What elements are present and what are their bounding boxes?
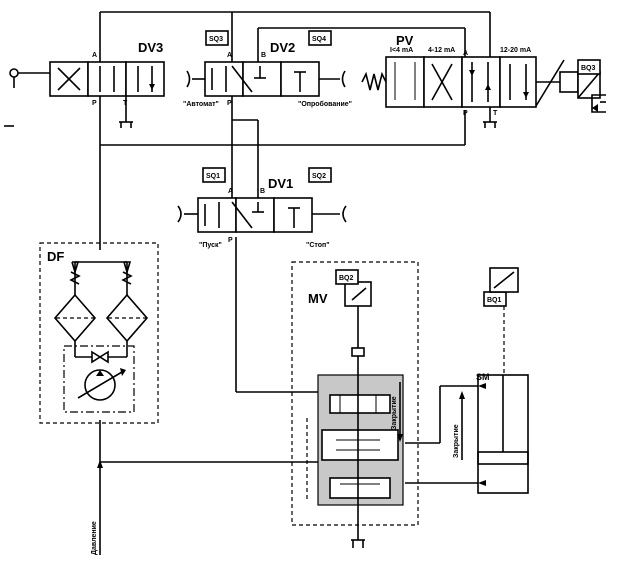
port-dv2-a: A: [227, 52, 232, 59]
port-dv3-a: A: [92, 52, 97, 59]
dv3-valve: [9, 61, 165, 128]
dv2-valve: [186, 30, 346, 97]
label-sq4: SQ4: [312, 36, 326, 43]
label-sq1: SQ1: [206, 173, 220, 180]
flow-close-mv: Закрытие: [391, 396, 398, 430]
mode-oprobovanie: "Опробование": [298, 100, 352, 108]
port-pv-t: T: [493, 110, 498, 117]
port-dv1-p: P: [228, 237, 233, 244]
signal-high: 12-20 mA: [500, 47, 531, 54]
port-dv3-t: T: [123, 100, 128, 107]
label-dv1: DV1: [268, 176, 293, 191]
pipelines: [99, 11, 491, 555]
mode-pusk: "Пуск": [199, 242, 222, 249]
labels: DV3 DV2 DV1 PV DF MV SM SQ3 SQ4 SQ1 SQ2 …: [47, 33, 596, 555]
signal-low: I<4 mA: [390, 47, 413, 54]
port-dv2-b: B: [261, 52, 266, 59]
port-dv1-b: B: [260, 188, 265, 195]
mv-block: [291, 261, 419, 548]
pv-valve: [361, 56, 606, 128]
mode-stop: "Стоп": [306, 242, 330, 249]
dv1-valve: [177, 167, 347, 233]
sm-cylinder: [459, 267, 529, 494]
port-pv-p: P: [463, 110, 468, 117]
label-sm: SM: [476, 372, 490, 382]
label-mv: MV: [308, 291, 328, 306]
label-dv3: DV3: [138, 40, 163, 55]
label-pv: PV: [396, 33, 414, 48]
port-dv3-p: P: [92, 100, 97, 107]
pressure-arrow-icon: [97, 460, 103, 468]
port-dv1-a: A: [228, 188, 233, 195]
flow-pressure: Давление: [91, 521, 98, 555]
label-dv2: DV2: [270, 40, 295, 55]
label-df: DF: [47, 249, 64, 264]
df-filter-block: [39, 242, 159, 424]
port-pv-a: A: [463, 50, 468, 57]
label-sq2: SQ2: [312, 173, 326, 180]
signal-mid: 4-12 mA: [428, 47, 455, 54]
label-bq1: BQ1: [487, 297, 502, 304]
label-bq3: BQ3: [581, 65, 596, 72]
label-bq2: BQ2: [339, 275, 354, 282]
mode-avtomat: "Автомат": [183, 101, 219, 108]
flow-close-sm: Закрытие: [453, 424, 460, 458]
label-sq3: SQ3: [209, 36, 223, 43]
port-dv2-p: P: [227, 100, 232, 107]
